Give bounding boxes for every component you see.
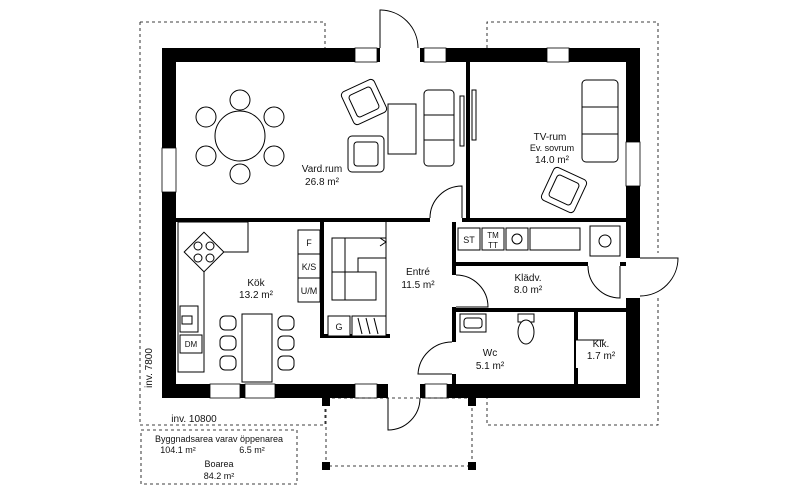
staircase (331, 222, 387, 332)
room-name-klk: Klk. (593, 339, 610, 350)
room-area-vardrum: 26.8 m² (305, 177, 340, 188)
tv-room-furniture (471, 79, 619, 214)
roof-outline (139, 21, 659, 426)
windows (161, 47, 641, 399)
summary-byggnadsarea: 104.1 m² (160, 445, 196, 455)
fixture-tm-label: TM (487, 231, 499, 240)
terrace (322, 397, 476, 470)
area-summary: Byggnadsarea varav öppenarea 104.1 m² 6.… (140, 429, 298, 485)
room-labels: Vard.rum 26.8 m² TV-rum Ev. sovrum 14.0 … (239, 132, 616, 372)
summary-heading: Byggnadsarea varav öppenarea (155, 434, 283, 444)
wc-fixtures (459, 313, 535, 345)
kitchen-table (219, 313, 295, 383)
dining-set (195, 89, 285, 185)
room-name-kladv: Klädv. (514, 273, 541, 284)
kitchen-counters (177, 221, 249, 373)
fixture-st-label: ST (463, 235, 475, 245)
room-sub-tvrum: Ev. sovrum (530, 143, 574, 153)
fixture-um-label: U/M (301, 286, 318, 296)
summary-boarea-label: Boarea (204, 459, 233, 469)
room-area-klk: 1.7 m² (587, 351, 616, 362)
living-room-furniture (340, 78, 465, 173)
room-name-tvrum: TV-rum (534, 132, 567, 143)
room-name-kok: Kök (247, 278, 265, 289)
fixture-dm-label: DM (185, 340, 198, 349)
interior-doors (417, 185, 621, 375)
room-area-wc: 5.1 m² (476, 361, 505, 372)
room-area-entre: 11.5 m² (401, 280, 435, 291)
summary-oppenarea: 6.5 m² (239, 445, 265, 455)
fixture-g-label: G (335, 322, 342, 332)
room-area-tvrum: 14.0 m² (535, 155, 570, 166)
entrance-doors (379, 9, 679, 431)
dimension-width: inv. 10800 (171, 414, 217, 425)
laundry-fixtures (457, 225, 621, 257)
room-name-entre: Entré (406, 267, 430, 278)
fixture-tt-label: TT (488, 241, 498, 250)
dimension-labels: inv. 10800 inv. 7800 (144, 348, 217, 425)
dimension-height: inv. 7800 (144, 348, 155, 388)
kitchen-appliances (297, 229, 321, 303)
summary-boarea: 84.2 m² (204, 471, 235, 481)
fixture-ks-label: K/S (302, 262, 317, 272)
room-name-wc: Wc (483, 348, 497, 359)
fixture-f-label: F (306, 238, 312, 248)
room-area-kok: 13.2 m² (239, 290, 274, 301)
room-area-kladv: 8.0 m² (514, 285, 543, 296)
closet-g (327, 315, 387, 337)
fixture-labels: F K/S U/M G DM ST TM TT (185, 231, 499, 349)
room-name-vardrum: Vard.rum (302, 164, 342, 175)
